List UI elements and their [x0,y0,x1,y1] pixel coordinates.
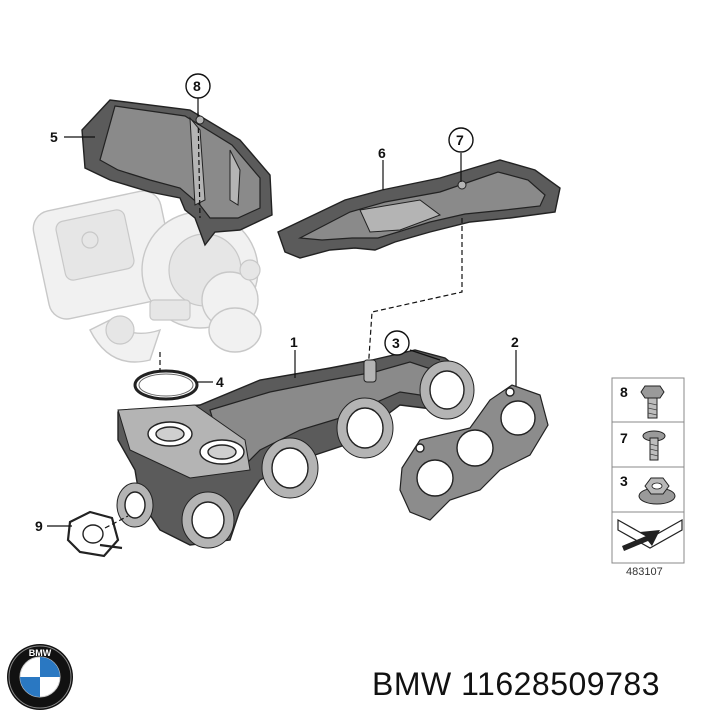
bmw-roundel-logo: BMW [7,644,73,710]
screw-icon [642,430,666,461]
manifold-gasket [399,384,549,521]
legend-item-7: 7 [620,430,628,446]
hex-bolt-icon [640,385,665,419]
bolt-8-marker [195,115,205,125]
fastener-legend: 8 7 3 [611,377,685,564]
callout-7: 7 [456,132,464,148]
turbocharger-ghost [32,190,262,363]
callout-4: 4 [216,374,224,390]
assembly-line-6 [367,218,463,373]
callout-9: 9 [35,518,43,534]
turbo-o-ring [133,369,199,401]
callout-1: 1 [290,334,298,350]
assembly-line-9 [104,515,129,529]
part-number-label: BMW 11628509783 [372,666,660,702]
bmw-logo-text: BMW [29,648,52,658]
direction-arrow-icon [617,518,683,551]
screw-7-marker [457,180,467,190]
leader-3 [409,349,441,361]
callout-8-circle [185,73,211,99]
callout-6: 6 [378,145,386,161]
callout-3-circle [384,330,410,356]
diagram-ref-number: 483107 [626,566,663,578]
flange-nut-icon [638,477,676,505]
callout-3: 3 [392,335,400,351]
assembly-line-8 [197,111,201,219]
callout-2: 2 [511,334,519,350]
turbo-heat-shield [81,99,273,247]
legend-item-3: 3 [620,473,628,489]
callout-8: 8 [193,78,201,94]
callout-5: 5 [50,129,58,145]
legend-item-8: 8 [620,384,628,400]
manifold-heat-shield [277,159,561,259]
callout-7-circle [448,127,474,153]
exhaust-manifold [116,349,475,549]
egr-gasket [66,510,123,558]
